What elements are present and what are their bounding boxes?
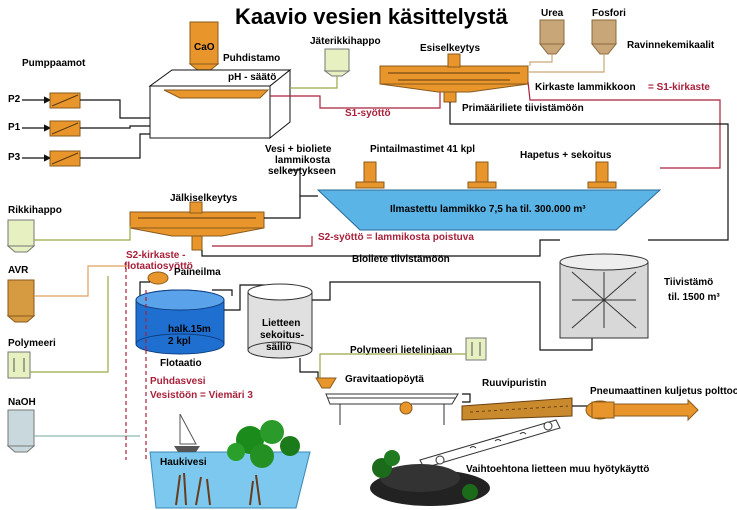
esiselkeytys-label: Esiselkeytys xyxy=(420,43,480,54)
rikkihappo-label: Rikkihappo xyxy=(8,205,62,216)
gravitaatiopoyta: Gravitaatiopöytä xyxy=(315,374,459,425)
flotaatio: halk.15m 2 kpl Flotaatio xyxy=(135,289,225,369)
esiselkeytys: Esiselkeytys xyxy=(379,43,529,103)
cao-silo xyxy=(189,21,219,65)
pond xyxy=(316,189,662,231)
lietteen-label-3: säiliö xyxy=(266,342,292,353)
pump-p2: P2 xyxy=(8,92,81,109)
trees-right xyxy=(372,450,478,500)
s1-syotto-label: S1-syöttö xyxy=(345,108,391,119)
pump-p3: P3 xyxy=(8,150,81,167)
halk-label-1: halk.15m xyxy=(168,324,211,335)
jaterikkihappo-tank xyxy=(324,48,350,72)
pumppaamot-label: Pumppaamot xyxy=(22,58,86,69)
rikkihappo: Rikkihappo xyxy=(6,205,131,253)
s2-kirkaste-label-2: flotaatiosyöttö xyxy=(124,261,193,272)
avr: AVR xyxy=(6,265,128,323)
puhdistamo: CaO Puhdistamo pH - säätö xyxy=(148,21,292,140)
s1-kirkaste-label: = S1-kirkaste xyxy=(648,82,710,93)
jaterikkihappo-label: Jäterikkihappo xyxy=(310,36,381,47)
ruuvipuristin-label: Ruuvipuristin xyxy=(482,378,546,389)
bioliete-tiivistamoon-label: Bioliete tiivistämöön xyxy=(352,254,450,265)
hapetus-label: Hapetus + sekoitus xyxy=(520,150,612,161)
flotaatio-label: Flotaatio xyxy=(160,358,202,369)
paineilma-label: Paineilma xyxy=(174,267,221,278)
naoh: NaOH xyxy=(6,397,140,453)
halk-label-2: 2 kpl xyxy=(168,336,191,347)
lietteen-label-1: Lietteen xyxy=(262,318,300,329)
puhdistamo-channel xyxy=(163,89,270,99)
avr-label: AVR xyxy=(8,265,29,276)
lietteen-label-2: sekoitus- xyxy=(260,330,304,341)
jalkiselkeytys: Jälkiselkeytys xyxy=(129,193,265,251)
ilmastettu-label: Ilmastettu lammikko 7,5 ha til. 300.000 … xyxy=(390,204,586,215)
puhdasvesi-label-1: Puhdasvesi xyxy=(150,376,206,387)
urea-tank xyxy=(539,19,565,45)
puhdistamo-label: Puhdistamo xyxy=(223,53,280,64)
haukivesi: Haukivesi xyxy=(149,413,311,509)
polymeeri-linja-label: Polymeeri lietelinjaan xyxy=(350,345,452,356)
reeds xyxy=(175,472,261,506)
haukivesi-label: Haukivesi xyxy=(160,457,207,468)
diagram-title: Kaavio vesien käsittelystä xyxy=(235,4,508,29)
p3-label: P3 xyxy=(8,152,21,163)
aerator-1 xyxy=(355,161,385,189)
kirkaste-lammikkoon-label: Kirkaste lammikkoon xyxy=(535,82,636,93)
naoh-label: NaOH xyxy=(8,397,36,408)
polymeeri-label: Polymeeri xyxy=(8,338,56,349)
tiivistamo-label-2: til. 1500 m³ xyxy=(668,292,720,303)
tiivistamo-label-1: Tiivistämö xyxy=(664,277,713,288)
vesi-bioliete-label-2: lammikosta xyxy=(275,155,330,166)
ilmastettu-lammikko: Pintailmastimet 41 kpl Hapetus + sekoitu… xyxy=(316,144,662,231)
trees-left xyxy=(227,420,300,468)
p1-label: P1 xyxy=(8,122,21,133)
vesi-bioliete-label-3: selkeytykseen xyxy=(268,166,336,177)
lietteen-sekoitussailio: Lietteen sekoitus- säiliö xyxy=(247,283,313,359)
aerator-2 xyxy=(467,161,497,189)
s2-syotto-label: S2-syöttö = lammikosta poistuva xyxy=(318,232,474,243)
polymeeri: Polymeeri xyxy=(7,276,109,379)
ravinnekemikaalit: Urea Fosfori Ravinnekemikaalit xyxy=(528,8,715,73)
fosfori-tank xyxy=(591,19,617,45)
gravitaatiopoyta-label: Gravitaatiopöytä xyxy=(345,374,424,385)
esiselkeytys-tank xyxy=(379,65,529,85)
p2-label: P2 xyxy=(8,94,21,105)
aerator-3 xyxy=(587,161,617,189)
ruuvipuristin: Ruuvipuristin xyxy=(461,378,573,421)
sludge-pile xyxy=(370,464,490,506)
primaariliete-label: Primääriliete tiivistämöön xyxy=(462,103,584,114)
tiivistamo: Tiivistämö til. 1500 m³ xyxy=(559,253,720,339)
pneumaattinen-label: Pneumaattinen kuljetus polttoon xyxy=(590,386,737,397)
puhdasvesi-label-2: Vesistöön = Viemäri 3 xyxy=(150,390,253,401)
urea-label: Urea xyxy=(541,8,564,19)
pneumaattinen-kuljetus: Pneumaattinen kuljetus polttoon xyxy=(585,386,737,422)
jalkiselkeytys-tank xyxy=(129,211,265,229)
s2-kirkaste-label-1: S2-kirkaste - xyxy=(126,250,185,261)
paineilma: Paineilma xyxy=(139,267,221,300)
ravinnekemikaalit-label: Ravinnekemikaalit xyxy=(627,40,715,51)
fosfori-label: Fosfori xyxy=(592,8,626,19)
ph-saato-label: pH - säätö xyxy=(228,72,276,83)
cao-label: CaO xyxy=(194,42,215,53)
alternative-conveyor xyxy=(419,419,561,469)
vaihtoehtona-label: Vaihtoehtona lietteen muu hyötykäyttö xyxy=(466,464,649,475)
pintailmastimet-label: Pintailmastimet 41 kpl xyxy=(370,144,475,155)
jaterikkihappo: Jäterikkihappo xyxy=(290,36,381,89)
pneumaattinen-arrow xyxy=(613,398,699,422)
jalkiselkeytys-label: Jälkiselkeytys xyxy=(170,193,238,204)
pump-p1: P1 xyxy=(8,120,81,137)
polymeeri-lietelinjaan: Polymeeri lietelinjaan xyxy=(319,337,487,378)
vesi-bioliete-label-1: Vesi + bioliete xyxy=(265,144,332,155)
sailboat-icon xyxy=(174,413,200,452)
